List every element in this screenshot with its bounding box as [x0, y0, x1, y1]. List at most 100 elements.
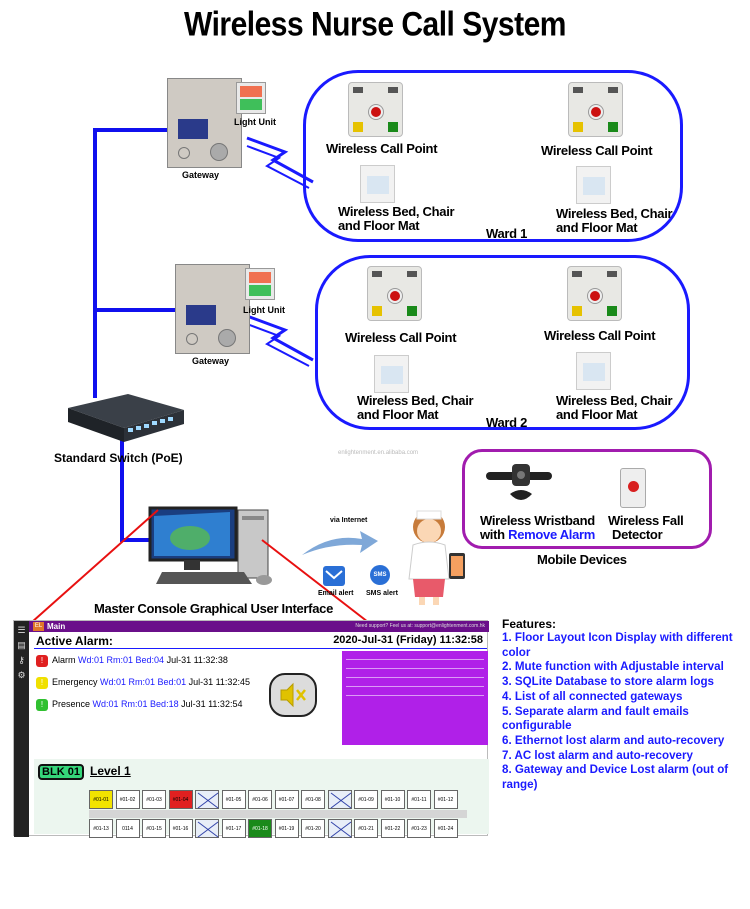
console-label: Master Console Graphical User Interface [94, 601, 334, 616]
mobile-devices-group [462, 449, 712, 549]
network-link-gateway1 [93, 128, 168, 132]
room-cell[interactable]: #01-08 [301, 790, 325, 809]
light-unit [236, 82, 266, 114]
alarm-type: Alarm [52, 655, 79, 665]
email-alert-label: Email alert [318, 590, 354, 597]
room-cell[interactable]: #01-11 [407, 790, 431, 809]
gear-icon[interactable]: ⚙ [17, 670, 26, 680]
gui-title-bar: EL Main Need support? Feel us at: suppor… [29, 621, 489, 632]
room-cell[interactable]: #01-03 [142, 790, 166, 809]
alarm-row[interactable]: !Presence Wd:01 Rm:01 Bed:18 Jul-31 11:3… [36, 698, 242, 711]
ward-label: Ward 1 [486, 226, 528, 241]
feature-item: 2. Mute function with Adjustable interva… [502, 660, 724, 674]
call-point-device [348, 82, 403, 137]
bed-mat-device [576, 352, 611, 390]
room-cell[interactable]: #01-20 [301, 819, 325, 838]
floor-icon[interactable]: ▤ [17, 640, 26, 650]
arrow-icon [302, 531, 378, 555]
level-label: Level 1 [90, 764, 131, 778]
alarm-location: Wd:01 Rm:01 Bed:18 [92, 699, 179, 709]
bell-icon: ! [36, 676, 48, 689]
alarm-type: Presence [52, 699, 93, 709]
bell-icon: ! [36, 698, 48, 711]
features-heading: Features: [502, 617, 557, 631]
room-cell[interactable]: #01-17 [221, 819, 246, 838]
room-cell[interactable]: #01-23 [407, 819, 431, 838]
console-gui: ☰ ▤ ⚷ ⚙ EL Main Need support? Feel us at… [13, 620, 489, 838]
light-unit-label: Light Unit [234, 117, 276, 127]
alarm-location: Wd:01 Rm:01 Bed:04 [78, 655, 165, 665]
room-cell[interactable]: #01-13 [89, 819, 113, 838]
support-text: Need support? Feel us at: support@enligh… [355, 623, 485, 629]
feature-item: 4. List of all connected gateways [502, 689, 683, 703]
divider [34, 648, 487, 649]
room-cell[interactable]: #01-12 [433, 790, 458, 809]
feature-item: 1. Floor Layout Icon Display with differ… [502, 631, 733, 659]
speaker-mute-icon [280, 682, 306, 708]
sms-icon: SMS [370, 565, 390, 585]
light-unit-label: Light Unit [243, 305, 285, 315]
fall-detector-label: Wireless Fall Detector [608, 513, 684, 542]
network-link-vertical [93, 128, 97, 398]
room-cell[interactable]: #01-16 [168, 819, 193, 838]
email-icon [323, 566, 345, 586]
key-icon[interactable]: ⚷ [18, 655, 25, 665]
room-cell[interactable]: #01-04 [168, 790, 193, 809]
alarm-row[interactable]: ! Alarm Wd:01 Rm:01 Bed:04 Jul-31 11:32:3… [36, 654, 228, 667]
room-cell[interactable]: 0114 [115, 819, 140, 838]
stairwell-icon [327, 790, 352, 809]
call-point-label: Wireless Call Point [345, 330, 457, 345]
room-cell[interactable]: #01-18 [248, 819, 272, 838]
alarm-row[interactable]: !Emergency Wd:01 Rm:01 Bed:01 Jul-31 11:… [36, 676, 250, 689]
call-point-label: Wireless Call Point [326, 141, 438, 156]
wristband-label: Wireless Wristband with Remove Alarm [480, 513, 596, 542]
menu-icon[interactable]: ☰ [17, 625, 26, 635]
alarm-time: Jul-31 11:32:45 [186, 677, 250, 687]
stairwell-icon [195, 790, 219, 809]
wireless-signal-icon [246, 314, 314, 367]
light-unit [245, 268, 275, 300]
corridor [89, 810, 467, 818]
ward-1-zone [303, 70, 683, 242]
call-point-device [567, 266, 622, 321]
switch-label: Standard Switch (PoE) [54, 451, 183, 465]
room-cell[interactable]: #01-02 [115, 790, 140, 809]
feature-item: 7. AC lost alarm and auto-recovery [502, 748, 693, 762]
nurse-illustration [408, 510, 465, 605]
room-cell[interactable]: #01-19 [274, 819, 299, 838]
ward-label: Ward 2 [486, 415, 528, 430]
network-link-gateway2 [93, 308, 175, 312]
room-cell[interactable]: #01-10 [380, 790, 405, 809]
room-cell[interactable]: #01-07 [274, 790, 299, 809]
gateway-device [167, 78, 242, 168]
room-cell[interactable]: #01-06 [248, 790, 272, 809]
room-cell[interactable]: #01-21 [354, 819, 378, 838]
network-link-console-h [120, 538, 155, 542]
bed-mat-device [360, 165, 395, 203]
room-cell[interactable]: #01-22 [380, 819, 405, 838]
gateway-device [175, 264, 250, 354]
bed-mat-device [576, 166, 611, 204]
room-cell[interactable]: #01-01 [89, 790, 113, 809]
via-internet-label: via Internet [330, 517, 368, 524]
wristband-device [486, 464, 552, 500]
alarm-type: Emergency [52, 677, 101, 687]
ward-2-zone [315, 255, 690, 430]
alarm-log-panel [342, 651, 488, 745]
bed-mat-device [374, 355, 409, 393]
active-alarm-heading: Active Alarm: [36, 634, 113, 648]
alarm-time: Jul-31 11:32:38 [164, 655, 228, 665]
bell-icon: ! [36, 654, 48, 667]
mute-button[interactable] [269, 673, 317, 717]
room-cell[interactable]: #01-24 [433, 819, 458, 838]
gateway-label: Gateway [182, 170, 220, 180]
room-cell[interactable]: #01-05 [221, 790, 246, 809]
block-badge[interactable]: BLK 01 [38, 764, 84, 780]
room-cell[interactable]: #01-15 [142, 819, 166, 838]
gateway-label: Gateway [192, 356, 230, 366]
remove-alarm-link: Remove Alarm [508, 527, 596, 542]
room-cell[interactable]: #01-09 [354, 790, 378, 809]
